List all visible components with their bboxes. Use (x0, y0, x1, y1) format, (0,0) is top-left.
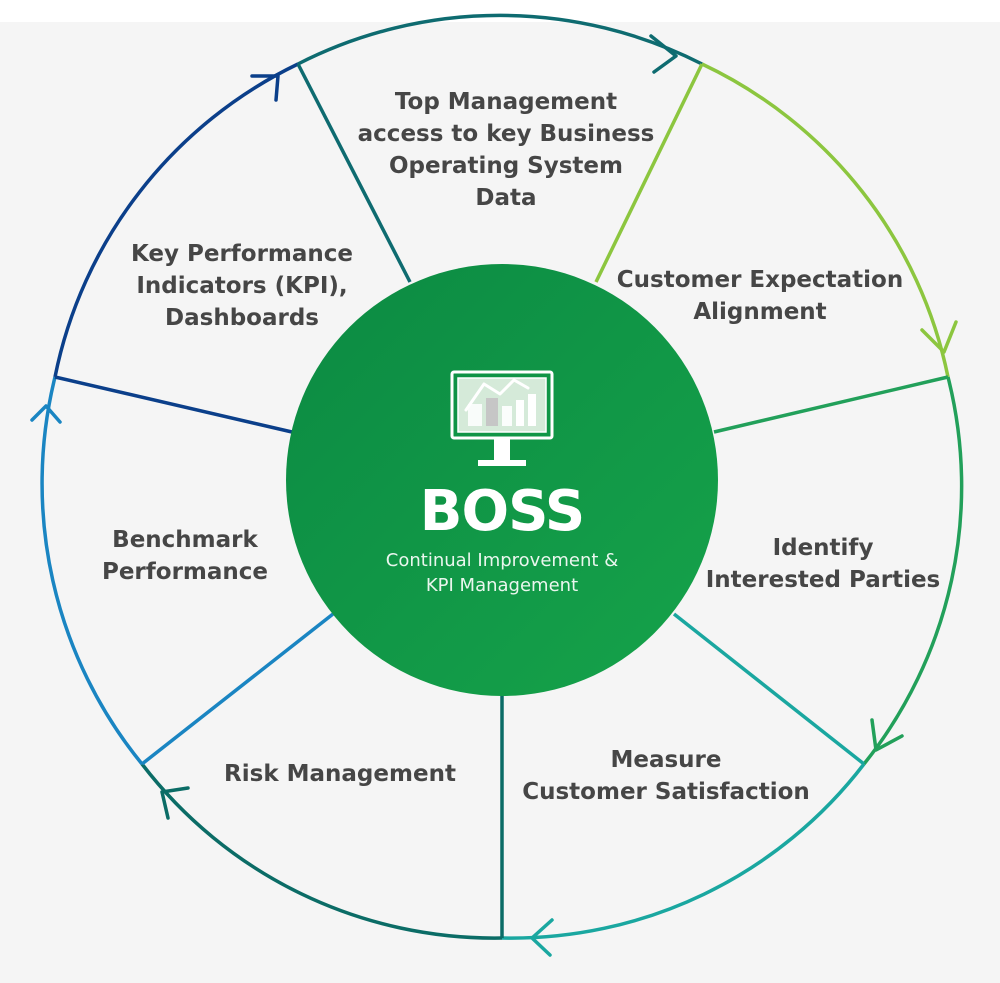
segment-label-risk-management: Risk Management (224, 761, 456, 787)
spoke-right (713, 375, 949, 434)
arc-top (297, 13, 703, 66)
monitor-chart-icon (450, 370, 554, 466)
arrowhead-bottom-left (160, 786, 190, 820)
segment-label-interested-parties: Identify Interested Parties (705, 535, 941, 593)
arc-top-right (701, 62, 950, 378)
center-circle (286, 264, 718, 696)
arc-left (40, 376, 144, 766)
spoke-bottom-right (672, 612, 866, 766)
arrowhead-top (649, 34, 678, 74)
segment-label-benchmark: Benchmark Performance (101, 527, 269, 585)
segment-label-customer-expectation: Customer Expectation Alignment (616, 267, 904, 325)
arrowhead-bottom-right (530, 918, 554, 957)
segment-label-top-management: Top Management access to key Business Op… (357, 89, 655, 211)
arc-bottom (140, 762, 503, 940)
arrowhead-right-upper (920, 320, 958, 354)
arrowhead-left (30, 404, 62, 424)
arc-right (862, 376, 964, 766)
spoke-top-left (296, 63, 412, 283)
arrowhead-right-lower (870, 718, 904, 752)
segment-label-kpi-dashboards: Key Performance Indicators (KPI), Dashbo… (130, 241, 354, 331)
segment-label-customer-satisfaction: Measure Customer Satisfaction (522, 747, 810, 805)
center-subtitle: Continual Improvement & KPI Management (385, 550, 619, 596)
arc-bottom-right (501, 762, 866, 940)
arrowhead-top-left (250, 74, 280, 102)
center-title: BOSS (419, 479, 585, 544)
spoke-bottom-left (140, 612, 335, 766)
spoke-top-right (594, 63, 704, 283)
spoke-left (54, 375, 293, 434)
arc-top-left (53, 62, 299, 378)
